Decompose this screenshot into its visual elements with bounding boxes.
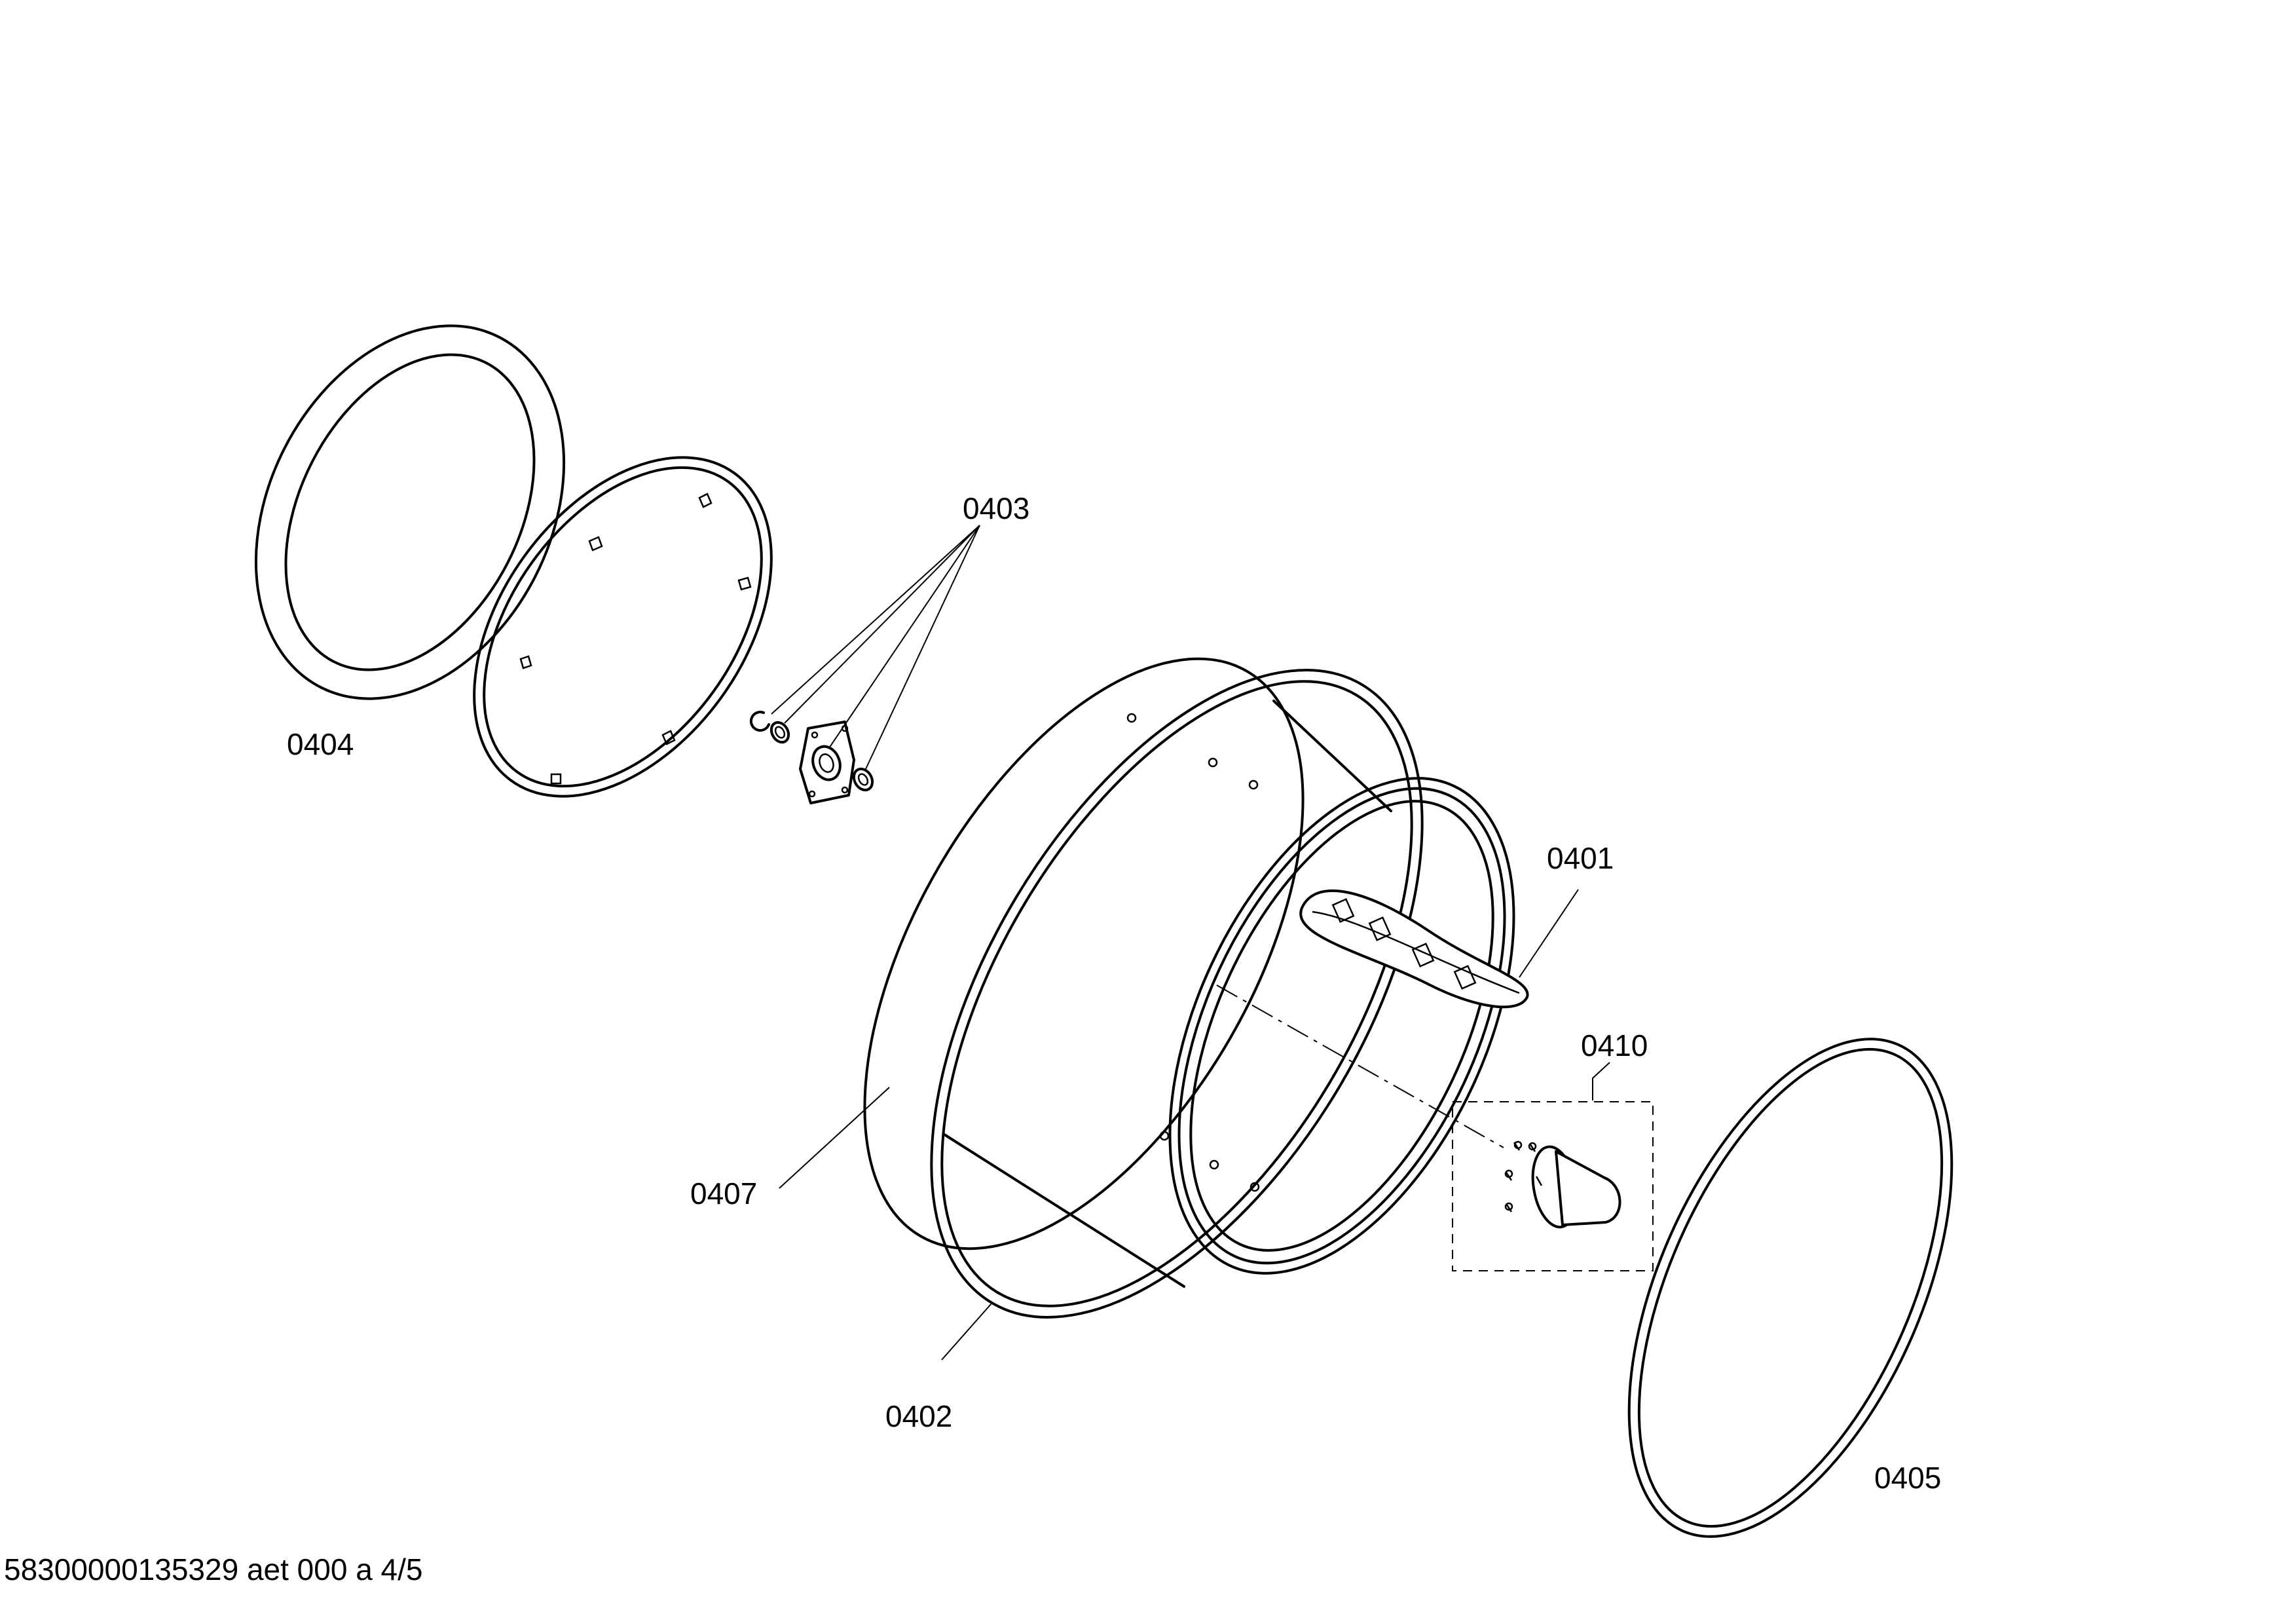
part-0401-drum-paddle: [1299, 889, 1579, 1009]
part-0403-bearing-assembly: [749, 525, 980, 804]
part-0402-drum-seal: [930, 669, 1424, 1319]
callout-0401: 0401: [1547, 841, 1614, 875]
callout-0402: 0402: [885, 1399, 952, 1433]
part-0407-drum: [863, 657, 1392, 1288]
bearing-ring: [473, 456, 773, 798]
callout-0407: 0407: [690, 1176, 757, 1210]
callout-0405: 0405: [1874, 1461, 1941, 1495]
callout-0403: 0403: [963, 491, 1029, 525]
document-id: 58300000135329 aet 000 a 4/5: [4, 1552, 423, 1586]
part-0410-shaft-kit: [1216, 985, 1654, 1271]
leader-0407: [779, 1087, 890, 1189]
leader-0402: [941, 1303, 992, 1361]
callout-0410: 0410: [1581, 1028, 1648, 1062]
callout-0404: 0404: [287, 727, 354, 761]
drum-front-rim: [1168, 777, 1515, 1275]
part-0405-rear-seal: [1627, 1038, 1953, 1538]
part-0404-gasket-ring: [254, 324, 566, 700]
